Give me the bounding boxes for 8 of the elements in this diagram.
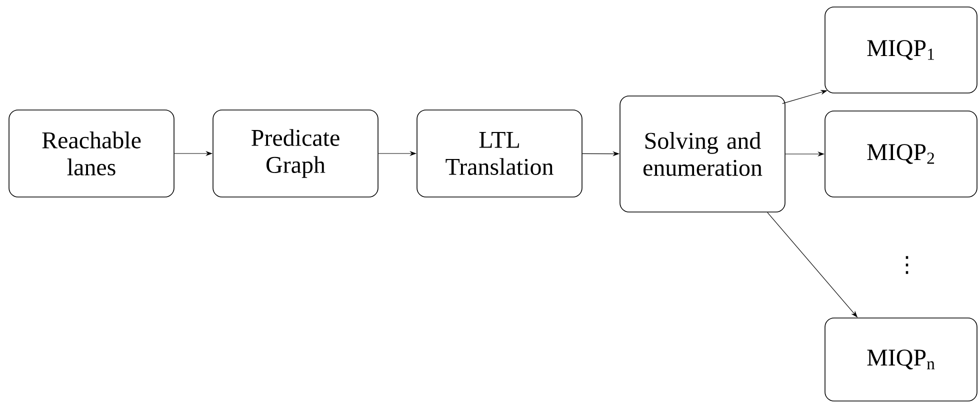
process-box: MIQP$_{n}$ — [824, 318, 978, 402]
process-box: Predicate Graph — [212, 110, 378, 198]
process-box: Solving and enumeration — [620, 96, 786, 212]
process-box: MIQP$_{2}$ — [824, 110, 978, 198]
process-box: Reachable lanes — [8, 110, 174, 198]
ellipsis-label: ⋮ — [906, 256, 908, 274]
process-box: LTL Translation — [416, 110, 582, 198]
process-box: MIQP$_{1}$ — [824, 6, 978, 94]
